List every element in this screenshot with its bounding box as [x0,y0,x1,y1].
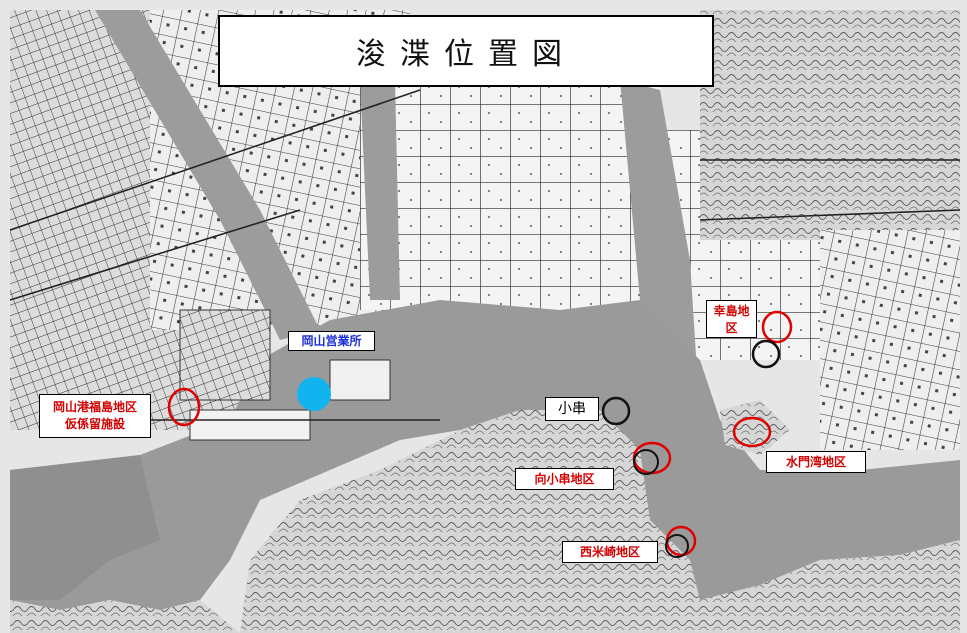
label-suimonwan-text: 水門湾地区 [785,455,846,469]
kojima-red-circle [761,310,793,344]
label-kogushi: 小串 [545,397,599,421]
nishiyonezaki-black-circle [665,534,689,558]
label-office: 岡山営業所 [288,331,375,351]
river-west [95,10,320,340]
kojima-black-circle [751,339,781,369]
title-box: 浚渫位置図 [218,15,714,87]
label-mukaikogushi: 向小串地区 [515,468,614,490]
suimonwan-red-circle [732,416,772,448]
pier-1 [179,309,271,401]
office-blue-dot [297,377,331,411]
label-fukushima: 岡山港福島地区 仮係留施設 [39,394,151,438]
fukushima-red-circle [167,387,201,427]
label-nishiyonezaki-text: 西米崎地区 [579,545,640,559]
coast-southeast [700,540,960,633]
label-fukushima-line1: 岡山港福島地区 [52,400,137,414]
label-kojima: 幸島地 区 [706,300,757,338]
label-mukaikogushi-text: 向小串地区 [534,472,595,486]
kogushi-black-circle [601,396,631,426]
bay-water [10,300,960,610]
coast-southwest [10,600,240,633]
label-kojima-line2: 区 [725,321,738,335]
fields-north [360,80,660,310]
pier-3 [189,409,311,441]
label-fukushima-line2: 仮係留施設 [64,417,125,431]
river-center [360,80,400,300]
label-kogushi-text: 小串 [558,401,586,417]
label-office-text: 岡山営業所 [301,334,362,348]
hills-northeast [700,10,960,240]
map-title: 浚渫位置図 [356,37,576,72]
water-left-inlet [10,455,160,600]
label-nishiyonezaki: 西米崎地区 [562,541,658,563]
peninsula-kogushi [240,410,700,633]
pier-2 [329,359,391,401]
urban-east [820,230,960,450]
label-kojima-line1: 幸島地 [713,304,750,318]
mukaikogushi-black-circle [633,449,659,475]
label-suimonwan: 水門湾地区 [766,451,866,473]
